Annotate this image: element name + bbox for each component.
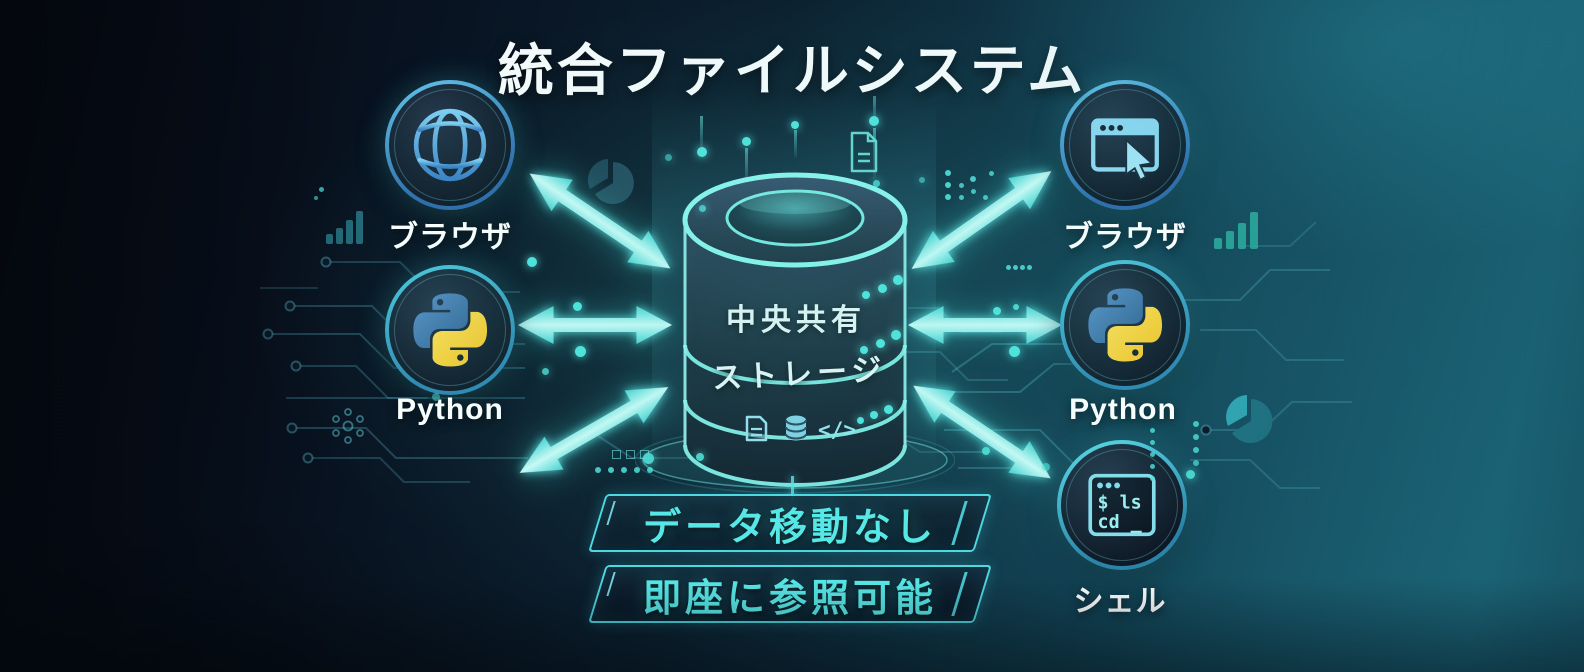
circuit-trace [1190,459,1320,489]
deco-dot [595,467,601,473]
deco-dot [1193,460,1199,466]
globe-icon [413,108,487,182]
deco-dot [634,467,640,473]
deco-dot [697,147,707,157]
deco-dot [945,182,951,188]
node-python-left [385,265,515,395]
deco-dot [958,194,964,200]
deco-dot [869,116,879,126]
deco-dot [696,453,704,461]
deco-dot [432,393,440,401]
deco-dot [860,346,868,354]
deco-dot [958,182,964,188]
node-python-right [1060,260,1190,390]
deco-dot [621,467,627,473]
badge-no-data-movement: データ移動なし [588,494,992,552]
terminal-line-2: cd _ [1098,512,1143,533]
circuit-trace [312,457,470,483]
browser-window-icon [1091,118,1159,182]
deco-dot [883,404,893,414]
deco-dot [1013,304,1019,310]
deco-dot [1149,475,1155,481]
deco-dot [664,153,672,161]
deco-dot [642,452,654,464]
database-icon [785,415,807,441]
deco-dot [741,136,751,146]
badge-label: 即座に参照可能 [642,577,937,620]
deco-dot [1193,447,1199,453]
deco-dot [608,467,614,473]
circuit-node [262,328,274,340]
node-label-browser-left: ブラウザ [388,221,512,254]
circuit-trace [1200,329,1344,361]
deco-dot [572,301,582,311]
circuit-trace [1180,269,1330,301]
deco-dot [1026,264,1032,270]
deco-dot [1149,439,1155,445]
terminal-icon: $ ls cd _ [1088,473,1156,537]
deco-dot [856,416,864,424]
node-shell-right: $ ls cd _ [1057,440,1187,570]
code-icon: </> [818,418,856,442]
node-label-browser-right: ブラウザ [1063,221,1187,254]
circuit-node [320,256,332,268]
deco-dot [1019,264,1025,270]
deco-dot [698,204,706,212]
circuit-node [286,422,298,434]
deco-dot [893,275,903,285]
deco-dot [314,196,318,200]
deco-dot [1042,463,1050,471]
deco-dot [877,283,887,293]
deco-dot [791,121,799,129]
python-icon [413,293,488,367]
deco-dot [875,338,885,348]
deco-dot [891,330,901,340]
node-label-shell-right: シェル [1073,585,1167,618]
python-icon [1088,288,1163,362]
document-icon [745,415,768,442]
arrow-python-right [907,306,1063,344]
circuit-node [284,300,296,312]
deco-dot [993,307,1001,315]
deco-dot [1193,421,1199,427]
deco-dot [318,186,324,192]
deco-square [626,450,635,459]
deco-dot [1193,434,1199,440]
deco-dot [1012,264,1018,270]
deco-dot [1149,463,1155,469]
deco-dot [919,177,925,183]
deco-dot [982,194,988,200]
deco-dot [541,367,549,375]
deco-dot [970,188,976,194]
deco-dot [945,194,951,200]
node-label-python-left: Python [396,393,504,426]
deco-dot [647,467,653,473]
deco-dot [970,176,976,182]
deco-dot [862,291,870,299]
deco-dot [527,257,537,267]
deco-dot [1005,264,1011,270]
deco-dot [1008,345,1020,357]
deco-dot [988,170,994,176]
deco-dot [870,411,878,419]
node-label-python-right: Python [1069,393,1177,426]
badge-label: データ移動なし [642,506,937,549]
circuit-node [302,452,314,464]
deco-dot [1149,451,1155,457]
deco-dot [574,345,586,357]
terminal-line-1: $ ls [1098,493,1142,514]
circuit-node [290,360,302,372]
deco-dot [872,179,880,187]
deco-dot [945,170,951,176]
arrow-python-left [517,306,673,344]
page-title: 統合ファイルシステム [497,39,1087,102]
badge-instant-reference: 即座に参照可能 [588,565,992,623]
deco-square [612,450,621,459]
storage-label-line1: 中央共有 [726,304,866,337]
storage-band-icons: </> [745,415,856,442]
deco-dot [982,447,990,455]
deco-dot [1149,427,1155,433]
deco-dot [1185,469,1195,479]
